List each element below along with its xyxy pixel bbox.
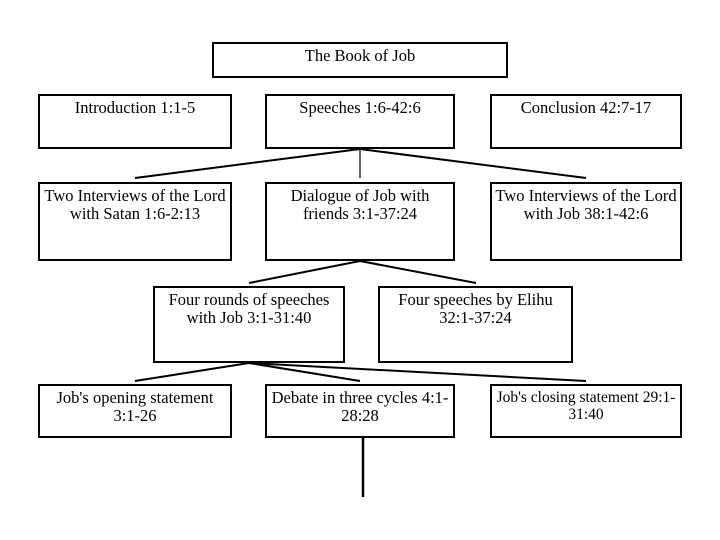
node-book-of-job[interactable]: The Book of Job (212, 42, 508, 78)
node-dialogue-job-friends-label: Dialogue of Job with friends 3:1-37:24 (290, 186, 430, 224)
node-interviews-lord-satan[interactable]: Two Interviews of the Lord with Satan 1:… (38, 182, 232, 261)
node-job-opening-statement[interactable]: Job's opening statement 3:1-26 (38, 384, 232, 438)
node-book-of-job-label: The Book of Job (304, 46, 416, 65)
edge-four-rounds-to-debate (248, 362, 361, 382)
edge-dialogue-to-four-rounds (248, 260, 361, 284)
node-interviews-lord-job[interactable]: Two Interviews of the Lord with Job 38:1… (490, 182, 682, 261)
edge-speeches-to-interviews-satan (134, 148, 361, 179)
edge-four-rounds-to-job-closing (248, 362, 587, 382)
node-dialogue-job-friends[interactable]: Dialogue of Job with friends 3:1-37:24 (265, 182, 455, 261)
node-conclusion[interactable]: Conclusion 42:7-17 (490, 94, 682, 149)
node-four-speeches-elihu[interactable]: Four speeches by Elihu 32:1-37:24 (378, 286, 573, 363)
node-job-closing-statement-label: Job's closing statement 29:1-31:40 (496, 389, 676, 424)
node-speeches-label: Speeches 1:6-42:6 (299, 98, 421, 117)
node-four-speeches-elihu-label: Four speeches by Elihu 32:1-37:24 (398, 290, 553, 328)
edge-speeches-to-interviews-job (359, 148, 587, 179)
node-interviews-lord-satan-label: Two Interviews of the Lord with Satan 1:… (44, 186, 226, 224)
node-interviews-lord-job-label: Two Interviews of the Lord with Job 38:1… (495, 186, 677, 224)
edge-dialogue-to-elihu (359, 260, 477, 284)
node-four-rounds-of-speeches-label: Four rounds of speeches with Job 3:1-31:… (168, 290, 330, 328)
edge-four-rounds-to-job-opening (134, 362, 250, 382)
node-introduction-label: Introduction 1:1-5 (74, 98, 196, 117)
node-introduction[interactable]: Introduction 1:1-5 (38, 94, 232, 149)
node-speeches[interactable]: Speeches 1:6-42:6 (265, 94, 455, 149)
node-debate-three-cycles[interactable]: Debate in three cycles 4:1-28:28 (265, 384, 455, 438)
node-conclusion-label: Conclusion 42:7-17 (520, 98, 652, 117)
node-job-opening-statement-label: Job's opening statement 3:1-26 (56, 388, 214, 426)
node-debate-three-cycles-label: Debate in three cycles 4:1-28:28 (271, 388, 449, 426)
node-job-closing-statement[interactable]: Job's closing statement 29:1-31:40 (490, 384, 682, 438)
node-four-rounds-of-speeches[interactable]: Four rounds of speeches with Job 3:1-31:… (153, 286, 345, 363)
